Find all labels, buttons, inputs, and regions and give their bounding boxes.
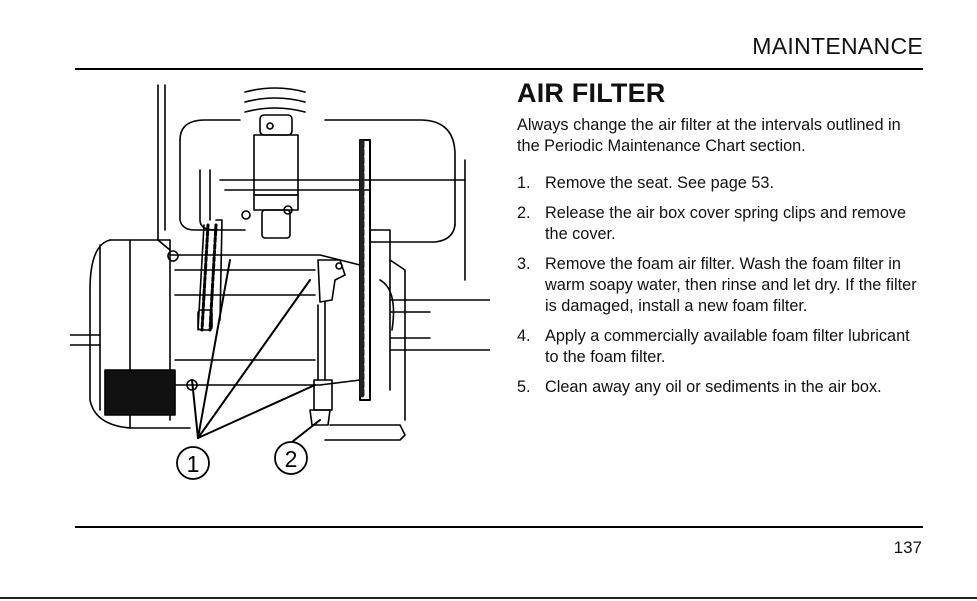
frame-outline <box>157 84 466 281</box>
step-text: Apply a commercially available foam filt… <box>545 327 910 366</box>
callout-1-label: 1 <box>187 451 200 477</box>
step-text: Clean away any oil or sediments in the a… <box>545 378 882 396</box>
air-filter-illustration: 1 2 <box>70 84 490 480</box>
footer-rule <box>75 526 923 528</box>
step-4: 4. Apply a commercially available foam f… <box>517 326 927 368</box>
lower-bracket <box>324 259 406 441</box>
steps-list: 1. Remove the seat. See page 53. 2. Rele… <box>517 173 927 398</box>
step-text: Remove the seat. See page 53. <box>545 174 774 192</box>
step-text: Release the air box cover spring clips a… <box>545 204 907 243</box>
step-5: 5. Clean away any oil or sediments in th… <box>517 377 927 398</box>
step-number: 3. <box>517 255 531 273</box>
step-number: 5. <box>517 378 531 396</box>
step-3: 3. Remove the foam air filter. Wash the … <box>517 254 927 317</box>
callout-leaders <box>191 259 321 443</box>
section-title: AIR FILTER <box>517 78 666 108</box>
step-2: 2. Release the air box cover spring clip… <box>517 203 927 245</box>
section-intro: Always change the air filter at the inte… <box>517 116 901 155</box>
callout-1: 1 <box>176 446 210 480</box>
callout-2: 2 <box>274 441 308 475</box>
instructions-panel: AIR FILTER Always change the air filter … <box>517 78 927 407</box>
step-number: 2. <box>517 204 531 222</box>
shock-absorber <box>241 87 306 239</box>
header-rule <box>75 68 923 70</box>
section-header-title: MAINTENANCE <box>752 33 923 59</box>
page-bottom-edge <box>0 597 977 599</box>
page-number: 137 <box>893 538 922 557</box>
step-1: 1. Remove the seat. See page 53. <box>517 173 927 194</box>
spring-clip-left <box>197 219 223 332</box>
right-shaft <box>389 299 490 351</box>
step-number: 4. <box>517 327 531 345</box>
step-text: Remove the foam air filter. Wash the foa… <box>545 255 917 315</box>
rails <box>199 169 371 231</box>
step-number: 1. <box>517 174 531 192</box>
drive-chain <box>359 139 395 401</box>
spring-clip-right <box>309 259 346 426</box>
callout-2-label: 2 <box>285 446 298 472</box>
